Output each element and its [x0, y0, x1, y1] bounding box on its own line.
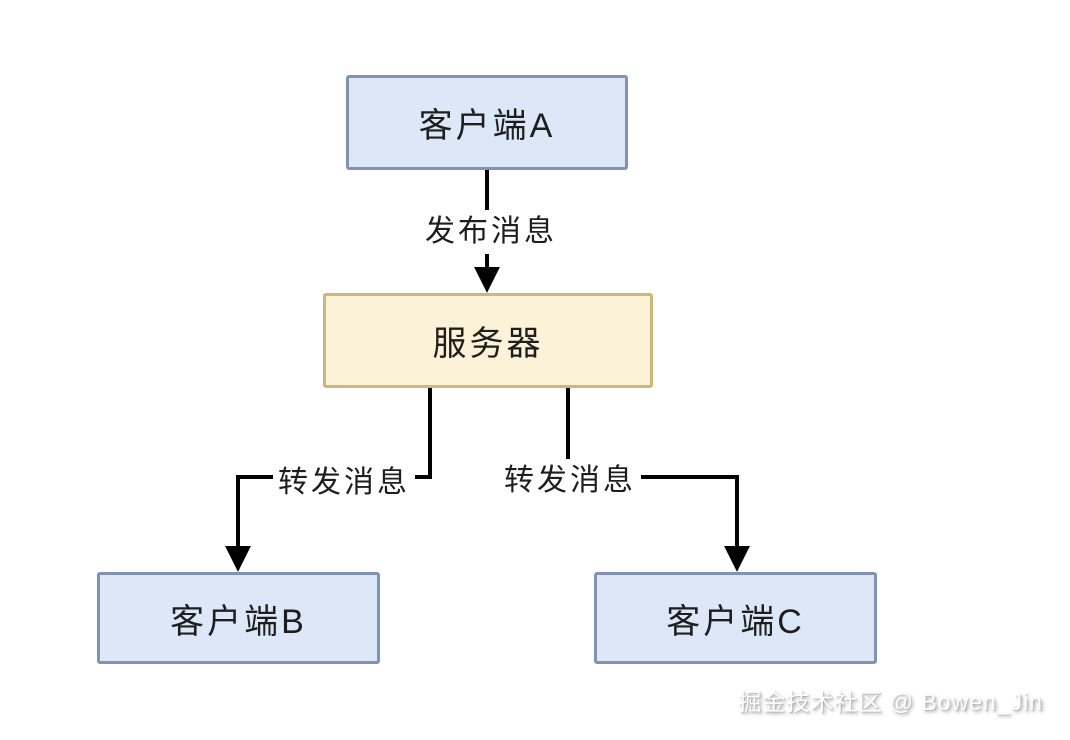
edge-forward-b-label: 转发消息 — [273, 461, 415, 505]
node-client-b-label: 客户端B — [170, 602, 307, 641]
node-server-label: 服务器 — [432, 325, 544, 363]
node-server: 服务器 — [323, 293, 653, 388]
node-client-c-label: 客户端C — [666, 602, 805, 641]
edge-forward-c-line — [566, 386, 750, 572]
node-client-b: 客户端B — [97, 572, 380, 664]
node-client-a: 客户端A — [346, 75, 628, 170]
node-client-a-label: 客户端A — [418, 107, 556, 145]
watermark: 掘金技术社区 @ Bowen_Jin — [738, 689, 1043, 715]
node-client-c: 客户端C — [594, 572, 877, 664]
edge-publish-label: 发布消息 — [420, 210, 562, 254]
edge-forward-c-label: 转发消息 — [499, 459, 641, 503]
